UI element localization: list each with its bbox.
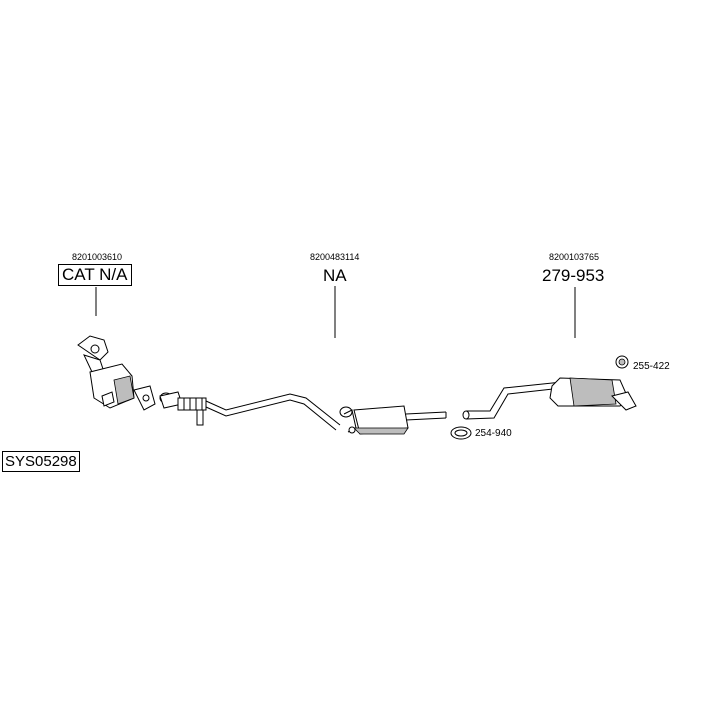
part-label-middle[interactable]: NA <box>323 266 347 285</box>
oem-number-cat: 8201003610 <box>72 252 123 262</box>
rear-silencer[interactable] <box>462 377 637 420</box>
part-label-cat[interactable]: CAT N/A <box>58 264 132 286</box>
middle-silencer[interactable] <box>339 405 447 435</box>
catalytic-converter[interactable] <box>77 335 156 411</box>
system-code: SYS05298 <box>2 451 80 472</box>
rubber-mount-icon[interactable] <box>615 355 629 369</box>
part-label-rear[interactable]: 279-953 <box>542 266 605 285</box>
clamp-icon[interactable] <box>450 426 472 440</box>
oem-number-rear: 8200103765 <box>549 252 600 262</box>
accessory-label-clamp[interactable]: 254-940 <box>475 428 512 439</box>
accessory-label-mount[interactable]: 255-422 <box>633 361 670 372</box>
front-pipe[interactable] <box>159 391 341 431</box>
oem-number-middle: 8200483114 <box>310 252 360 262</box>
